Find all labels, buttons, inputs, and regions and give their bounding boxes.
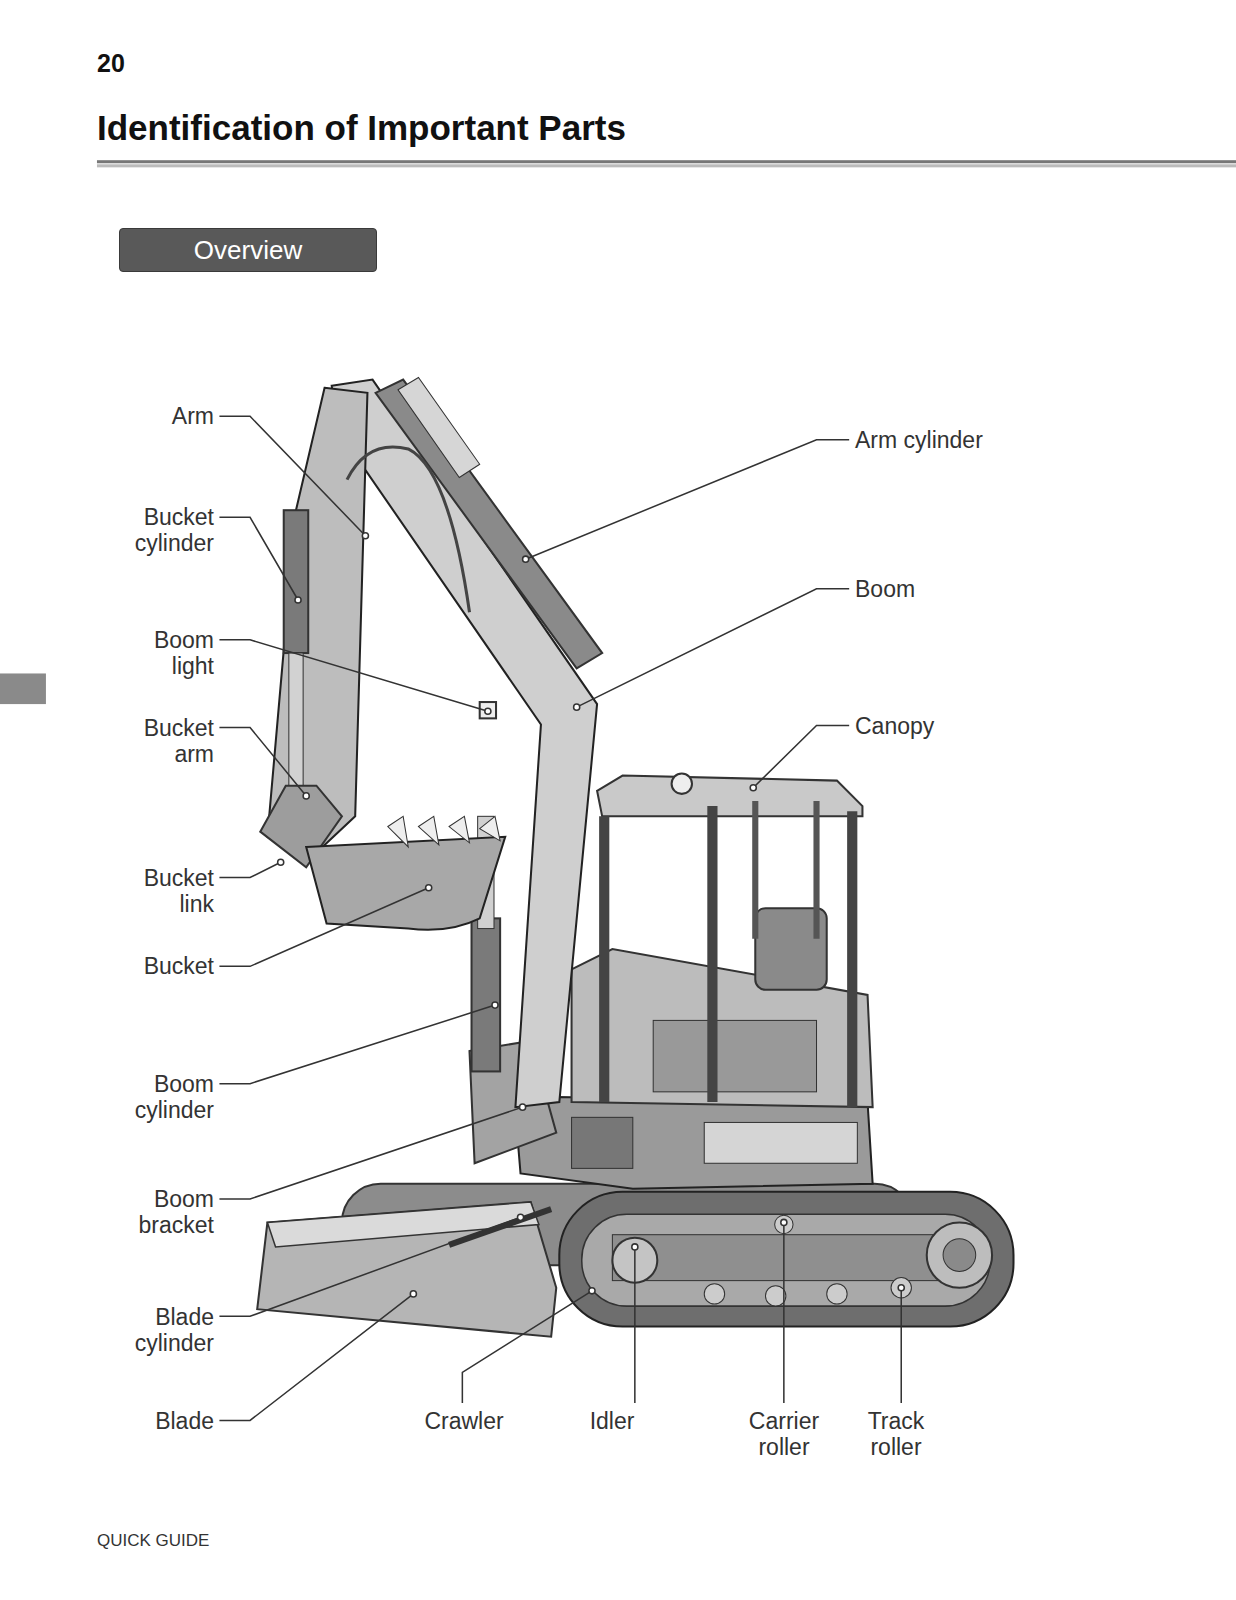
section-title: Overview <box>194 235 302 266</box>
part-name: Bucket arm <box>122 715 214 767</box>
page-number: 20 <box>97 50 157 76</box>
part-name: Crawler <box>409 1408 519 1434</box>
part-name: Carrier roller <box>739 1408 829 1460</box>
part-name: Bucket <box>122 953 214 979</box>
part-name: Bucket cylinder <box>122 504 214 556</box>
part-name: Boom bracket <box>122 1186 214 1238</box>
part-name: Boom light <box>122 627 214 679</box>
part-name: Arm <box>122 403 214 429</box>
page-title: Identification of Important Parts <box>97 108 626 148</box>
part-name: Arm cylinder <box>855 427 1055 453</box>
part-name: Idler <box>557 1408 667 1434</box>
part-name: Boom cylinder <box>122 1071 214 1123</box>
part-name: Blade cylinder <box>122 1304 214 1356</box>
footer-text: QUICK GUIDE <box>97 1528 297 1554</box>
part-name: Blade <box>122 1408 214 1434</box>
section-tab: Overview <box>119 228 377 272</box>
part-name: Boom <box>855 576 1055 602</box>
part-name: Track roller <box>851 1408 941 1460</box>
part-name: Bucket link <box>122 865 214 917</box>
part-name: Canopy <box>855 713 1055 739</box>
